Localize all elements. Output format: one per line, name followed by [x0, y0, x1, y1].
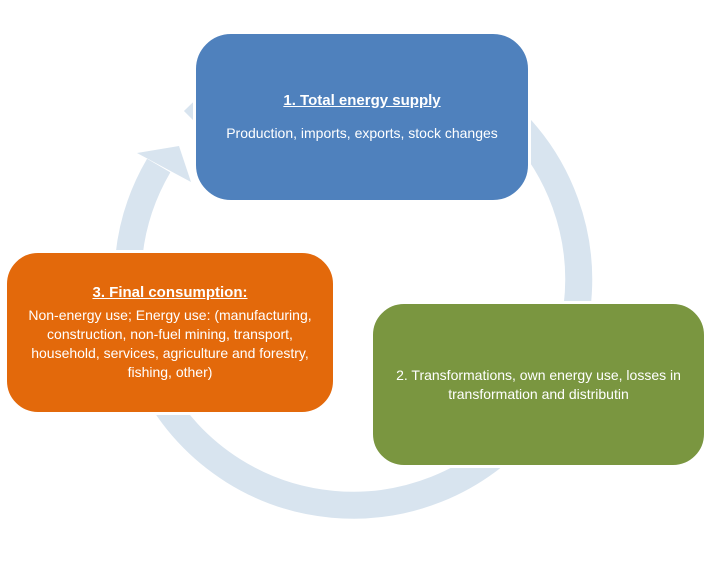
body-line: transformation and distributin [448, 385, 629, 402]
body-line: Non-energy use; Energy use: (manufacturi… [28, 307, 312, 323]
body-line: 2. Transformations, own energy use, loss… [396, 366, 681, 383]
body-line: Production, imports, exports, stock chan… [226, 125, 498, 141]
node-final-consumption: 3. Final consumption: Non-energy use; En… [4, 250, 336, 415]
node-total-energy-supply-body: Production, imports, exports, stock chan… [226, 124, 498, 143]
body-line: household, services, agriculture and for… [31, 345, 309, 361]
node-transformations: 2. Transformations, own energy use, loss… [370, 301, 707, 468]
cycle-arrow-head-icon [137, 146, 191, 182]
body-line: fishing, other) [127, 364, 213, 380]
node-transformations-body: 2. Transformations, own energy use, loss… [396, 366, 681, 404]
node-final-consumption-body: Non-energy use; Energy use: (manufacturi… [28, 306, 311, 382]
body-line: construction, non-fuel mining, transport… [47, 326, 293, 342]
node-total-energy-supply: 1. Total energy supply Production, impor… [193, 31, 531, 203]
node-total-energy-supply-title: 1. Total energy supply [283, 92, 441, 109]
node-final-consumption-title: 3. Final consumption: [92, 284, 248, 301]
